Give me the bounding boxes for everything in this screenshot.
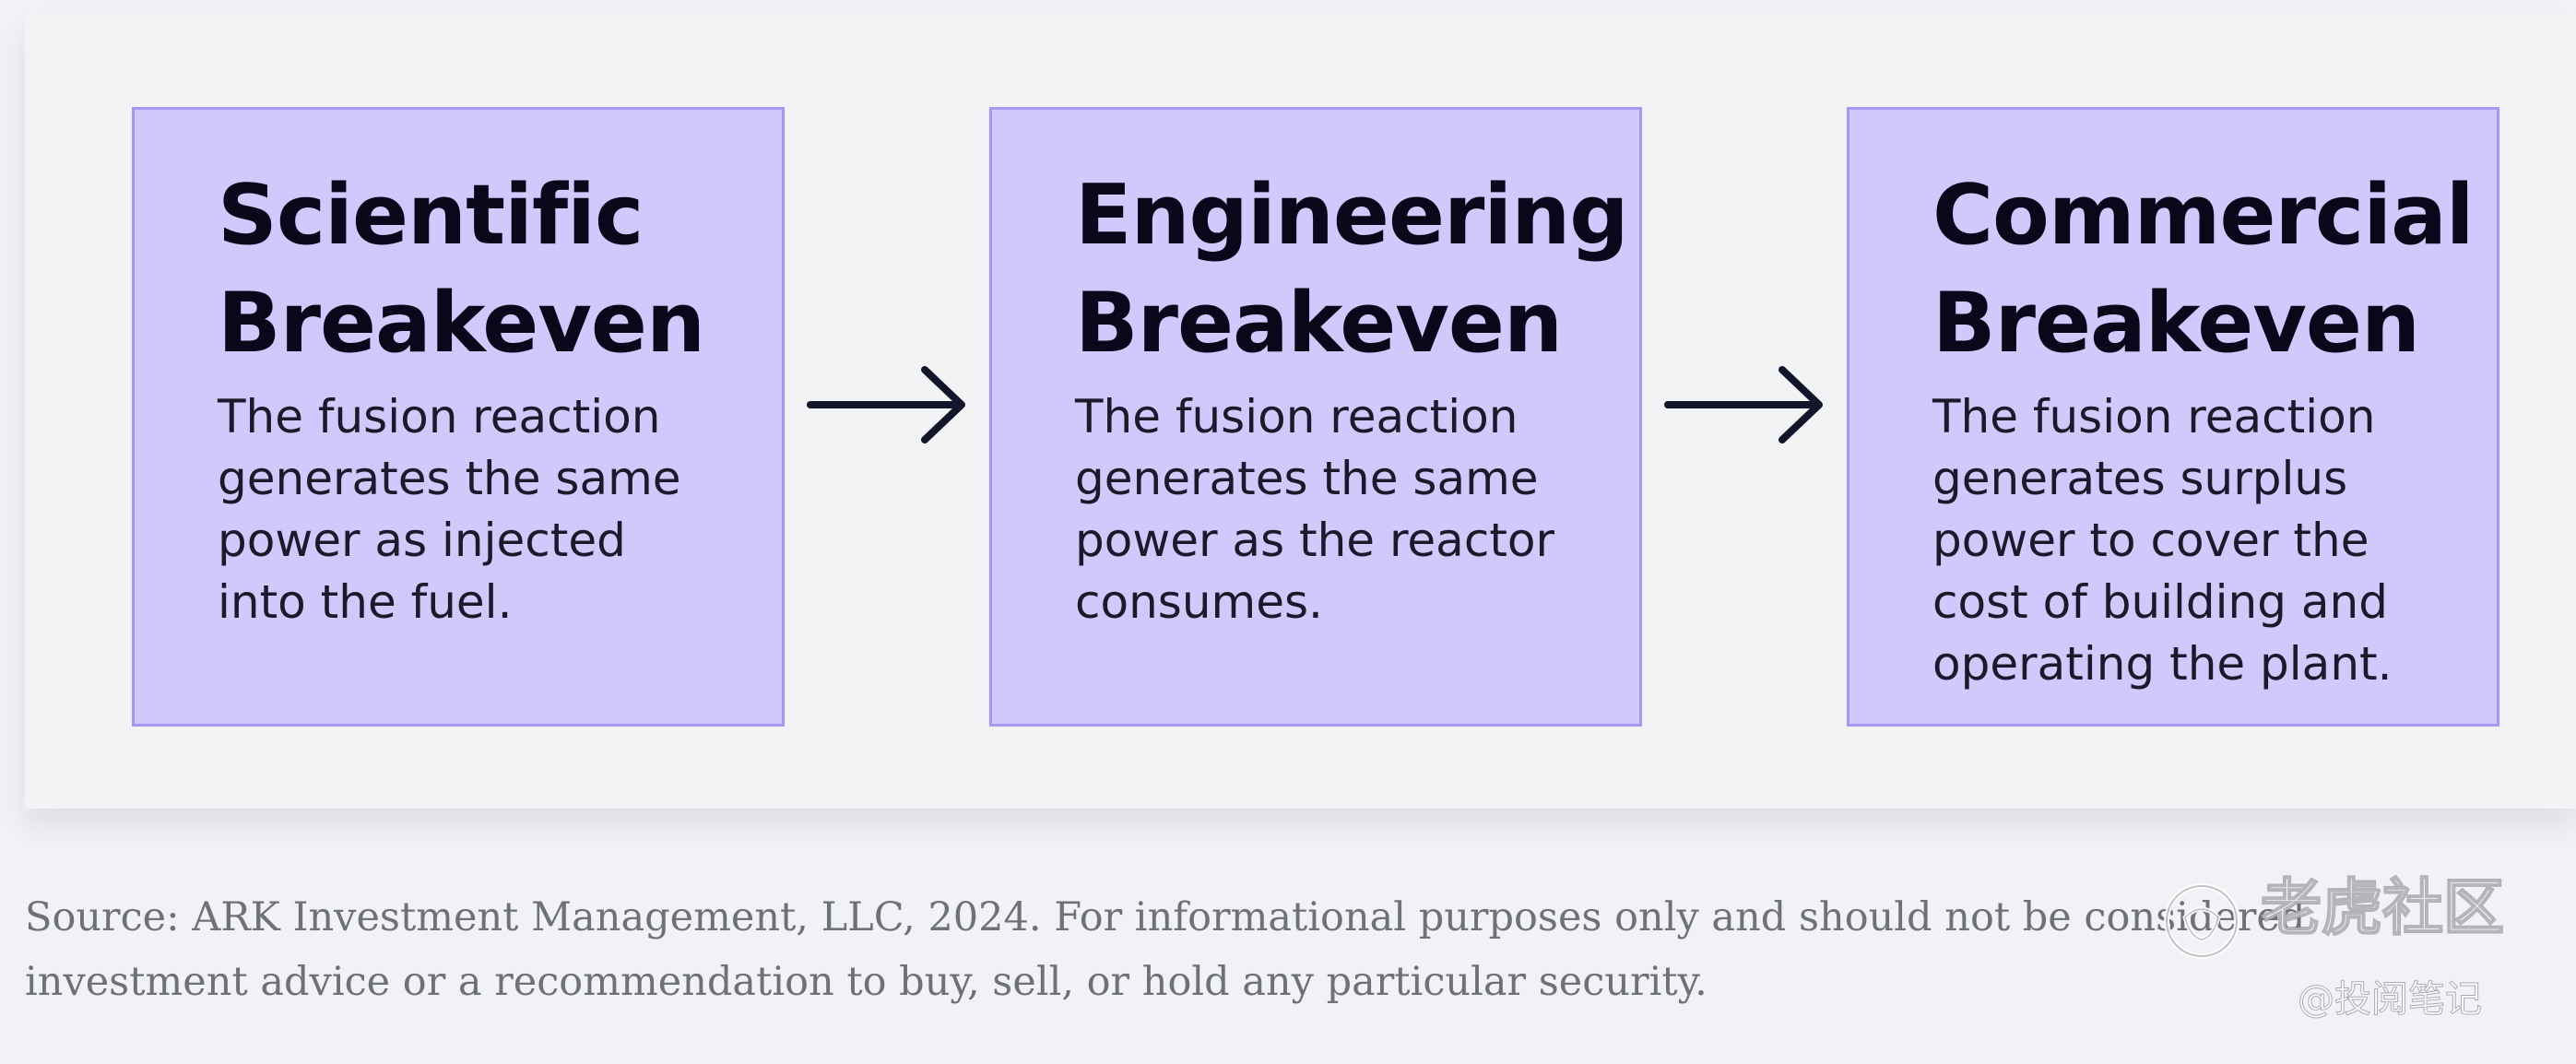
diagram-panel: Scientific Breakeven The fusion reaction… <box>25 13 2576 809</box>
stage-description-line: The fusion reaction <box>1932 390 2376 443</box>
stage-description-line: operating the plant. <box>1932 637 2393 691</box>
stage-box-commercial: Commercial Breakeven The fusion reaction… <box>1847 107 2499 727</box>
source-note-line: investment advice or a recommendation to… <box>25 959 1707 1005</box>
stage-title-line: Breakeven <box>1075 275 1563 372</box>
stage-description-line: power to cover the <box>1932 514 2369 567</box>
stage-description: The fusion reaction generates the same p… <box>1075 386 1637 633</box>
stage-description-line: consumes. <box>1075 575 1323 629</box>
arrow-right-icon <box>1664 366 1823 443</box>
source-note: Source: ARK Investment Management, LLC, … <box>25 885 2305 1014</box>
stage-description-line: into the fuel. <box>218 575 513 629</box>
stage-box-engineering: Engineering Breakeven The fusion reactio… <box>989 107 1642 727</box>
stage-description: The fusion reaction generates the same p… <box>218 386 780 633</box>
source-note-line: Source: ARK Investment Management, LLC, … <box>25 894 2306 940</box>
stage-description-line: generates the same <box>218 452 681 505</box>
stage-description-line: power as injected <box>218 514 626 567</box>
stage-title-line: Breakeven <box>218 275 705 372</box>
stage-title-line: Commercial <box>1932 167 2475 264</box>
stage-title-line: Engineering <box>1075 167 1629 264</box>
stage-description-line: generates the same <box>1075 452 1539 505</box>
watermark-name: 老虎社区 <box>2260 871 2505 944</box>
stage-description-line: cost of building and <box>1932 575 2388 629</box>
stage-description-line: The fusion reaction <box>1075 390 1518 443</box>
stage-title-line: Breakeven <box>1932 275 2420 372</box>
stage-title: Scientific Breakeven <box>218 161 705 377</box>
arrow-right-icon <box>807 366 965 443</box>
stage-description: The fusion reaction generates surplus po… <box>1932 386 2495 695</box>
stage-title: Commercial Breakeven <box>1932 161 2475 377</box>
stage-description-line: generates surplus <box>1932 452 2348 505</box>
stage-title-line: Scientific <box>218 167 644 264</box>
watermark-handle: @投阅笔记 <box>2298 978 2483 1022</box>
stage-description-line: power as the reactor <box>1075 514 1555 567</box>
stage-description-line: The fusion reaction <box>218 390 661 443</box>
stage-title: Engineering Breakeven <box>1075 161 1629 377</box>
stage-box-scientific: Scientific Breakeven The fusion reaction… <box>132 107 785 727</box>
tiger-logo-icon <box>2164 883 2239 959</box>
